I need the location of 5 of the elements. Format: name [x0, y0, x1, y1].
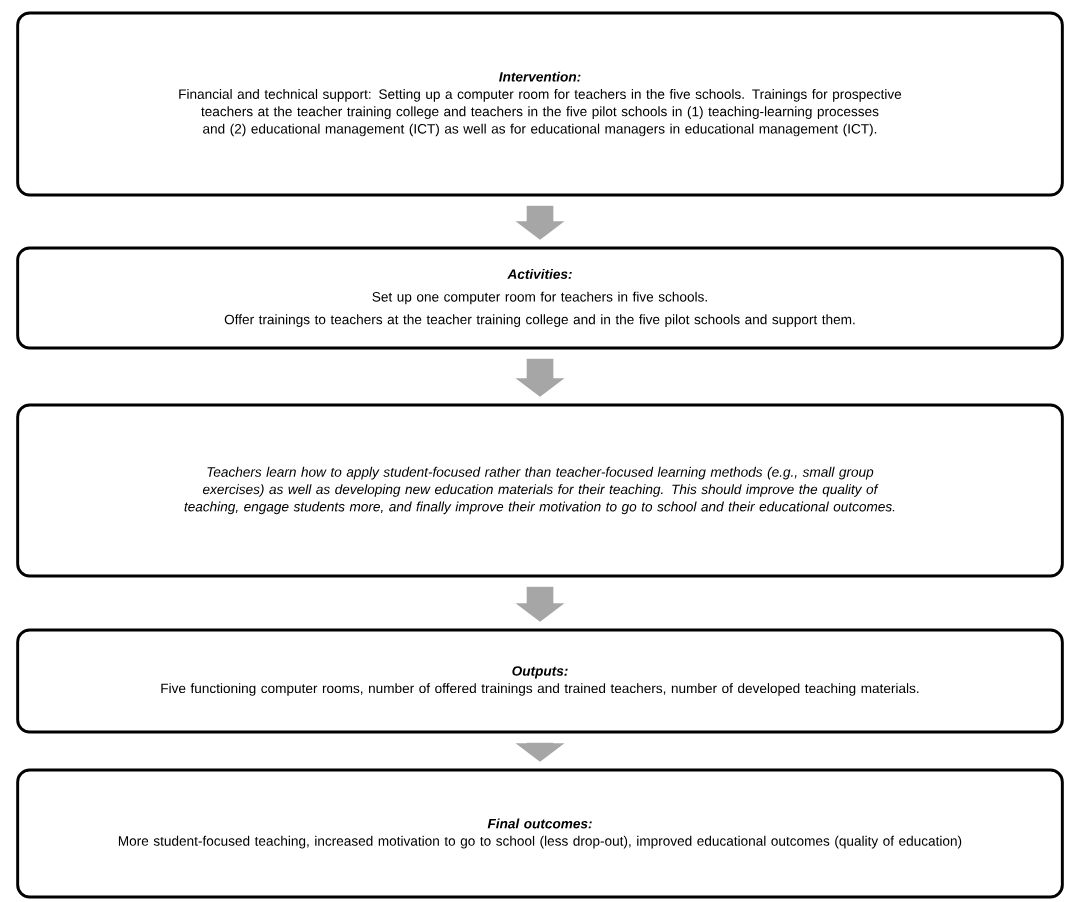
process-box: Intervention: Financial and technical support: Setting up a computer room for teachers in the five schools. Trainings for prospective teachers at the teacher training college and teachers in the five pilot schools in (1) teaching-learning processes and (2) educational management (ICT) as well as for educational managers in educational management (ICT). [16, 11, 1064, 197]
process-box: Teachers learn how to apply student-focused rather than teacher-focused learning methods (e.g., small group exercises) as well as developing new education materials for their teaching. This should improve the quality of teaching, engage students more, and finally improve their motivation to go to school and their educational outcomes. [16, 403, 1064, 578]
process-box: Final outcomes: More student-focused teaching, increased motivation to go to school (less drop-out), improved educational outcomes (quality of education) [16, 768, 1064, 899]
process-box: Outputs: Five functioning computer rooms, number of offered trainings and trained teachers, number of developed teaching materials. [16, 628, 1064, 734]
process-box: Activities: Set up one computer room for teachers in five schools. Offer trainings to teachers at the teacher training college and in the five pilot schools and support them. [16, 246, 1064, 350]
